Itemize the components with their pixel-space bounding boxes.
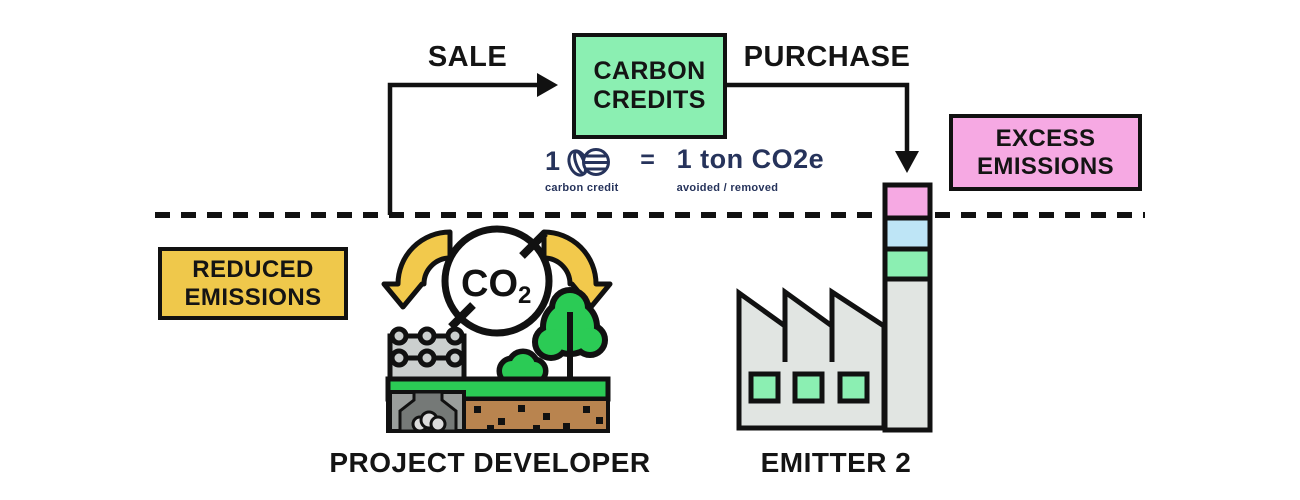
sale-arrowhead-icon — [537, 73, 558, 97]
equation-quantity: 1 — [545, 145, 561, 176]
credit-equation: 1 = 1 ton CO2e carbon credit avoided / r… — [545, 143, 824, 194]
chimney-segment-green — [882, 246, 933, 282]
carbon-credits-box: CARBON CREDITS — [572, 33, 727, 139]
equation-lhs: 1 — [545, 143, 619, 179]
excess-badge-line2: EMISSIONS — [977, 152, 1114, 180]
reduced-emissions-badge: REDUCED EMISSIONS — [158, 247, 348, 320]
sale-label: SALE — [427, 41, 508, 73]
chimney-segment-blue — [882, 215, 933, 252]
equals-sign: = — [640, 146, 655, 174]
purchase-arrow — [727, 82, 919, 173]
chimney-segment-pink — [882, 182, 933, 221]
reduced-badge-line2: EMISSIONS — [184, 283, 322, 311]
project-developer-label: PROJECT DEVELOPER — [329, 447, 651, 478]
factory-with-chimney-icon — [736, 182, 933, 433]
excess-badge-line1: EXCESS — [995, 124, 1096, 152]
excess-emissions-badge: EXCESS EMISSIONS — [949, 114, 1142, 191]
tree-icon — [532, 287, 608, 381]
bush-icon — [496, 348, 549, 387]
carbon-capture-landscape-icon: CO2 — [381, 225, 613, 433]
equation-quantity-caption: carbon credit — [545, 182, 619, 194]
purchase-label: PURCHASE — [743, 41, 911, 73]
equation-value-caption: avoided / removed — [676, 182, 779, 194]
carbon-credits-line2: CREDITS — [593, 86, 706, 114]
sale-arrow — [387, 73, 558, 215]
purchase-arrowhead-icon — [895, 151, 919, 173]
underground-storage-icon — [388, 390, 466, 433]
carbon-credit-coins-icon — [567, 148, 611, 177]
chimney-body — [882, 276, 933, 433]
right-down-arrow-icon — [541, 229, 613, 310]
reduced-badge-line1: REDUCED — [192, 255, 314, 283]
emitter-label: EMITTER 2 — [760, 447, 912, 478]
factory-windows — [748, 371, 870, 404]
capture-machine-icon — [387, 326, 467, 384]
left-down-arrow-icon — [381, 229, 453, 310]
equation-value: 1 ton CO2e — [676, 144, 825, 174]
carbon-credits-line1: CARBON — [593, 57, 706, 85]
factory-body — [736, 287, 887, 431]
co2-text: CO2 — [461, 263, 531, 309]
no-co2-icon: CO2 — [441, 225, 553, 337]
chimney-emission-stack — [882, 182, 933, 433]
